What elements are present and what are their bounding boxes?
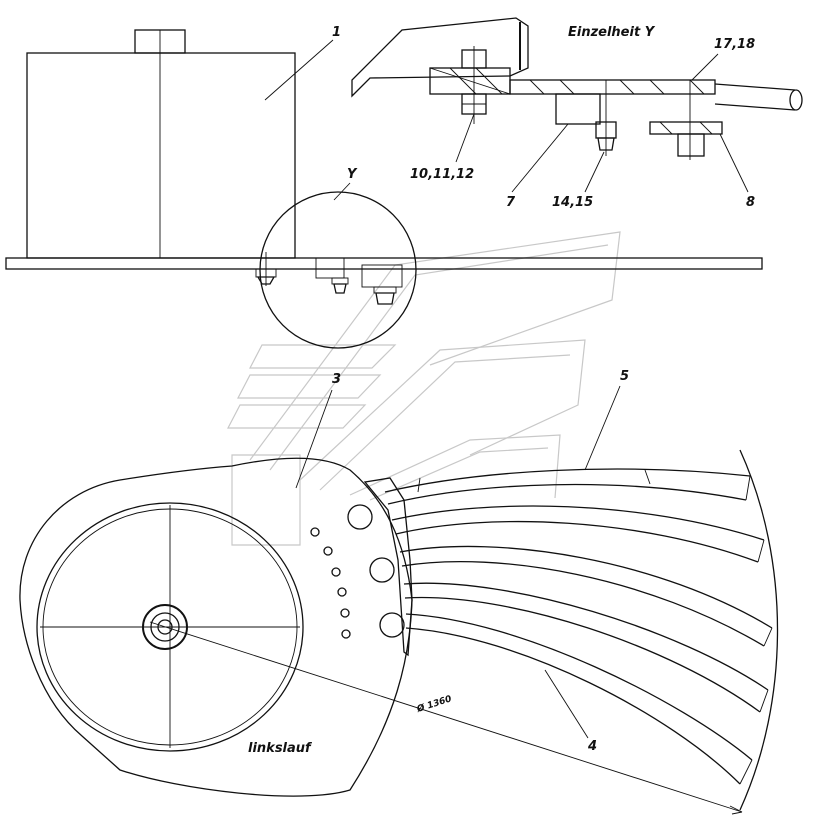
bolt-left [255,252,277,286]
diameter-label: Ø 1360 [415,693,453,715]
detail-circle-y [259,191,417,349]
label-17-18: 17,18 [714,37,755,52]
detail-marker-y: Y [347,167,358,182]
label-part-4: 4 [587,739,597,754]
diameter-line [149,621,743,813]
detail-y-view: Einzelheit Y [351,17,803,210]
bracket-large [361,264,403,305]
label-8: 8 [746,195,755,210]
detail-title: Einzelheit Y [568,25,656,40]
curved-tines [384,468,773,785]
detail-bolt-middle [595,80,617,156]
label-part-3: 3 [332,372,341,387]
housing-outline [19,457,413,797]
label-part-1: 1 [332,25,341,40]
pulley-disc [36,502,304,752]
detail-housing [351,17,529,98]
label-part-5: 5 [620,369,629,384]
watermark-logo [227,231,621,546]
detail-bolt-right [677,80,705,160]
mounting-holes [310,504,405,639]
plan-view: Ø 1360 linkslauf 3 5 4 [19,369,779,815]
detail-rod [714,83,796,111]
label-7: 7 [506,195,516,210]
detail-plate [509,79,716,95]
rotation-label: linkslauf [248,741,313,756]
side-view: Y 1 [5,25,763,349]
label-14-15: 14,15 [552,195,593,210]
detail-bracket-7 [555,93,601,125]
outer-arc [739,449,779,811]
bracket-small [315,257,349,294]
detail-plate-8 [649,121,723,135]
base-plate [5,257,763,270]
hub [142,604,188,650]
housing-body [26,52,296,259]
label-10-11-12: 10,11,12 [410,167,474,182]
